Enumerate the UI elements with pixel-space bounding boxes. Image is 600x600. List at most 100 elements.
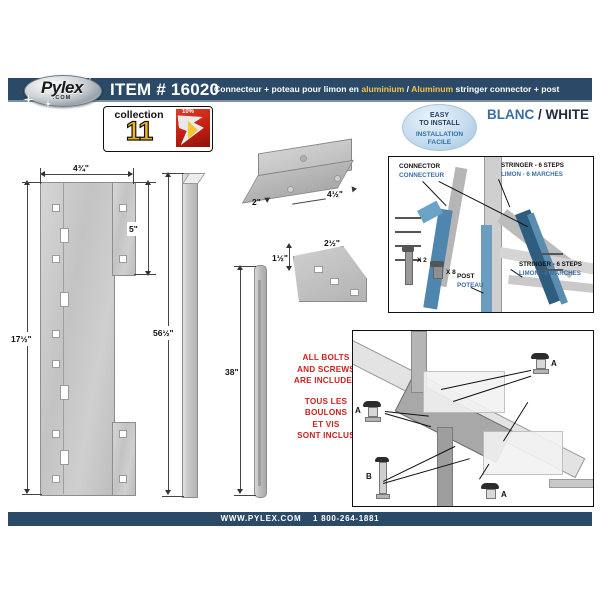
screw-icon	[395, 217, 421, 219]
screw-head-icon	[430, 261, 444, 267]
logo-wordmark: Pylex	[41, 78, 83, 97]
logo-oval-icon	[24, 75, 102, 107]
post-label-fr: POTEAU	[457, 282, 484, 289]
dim-arrow	[262, 195, 271, 203]
fastener-a-icon	[481, 483, 499, 499]
color-fr: BLANC	[487, 107, 535, 122]
note-fr-2: BOULONS	[304, 408, 348, 417]
screw-icon	[395, 231, 421, 233]
ext-line	[234, 495, 256, 496]
connector-body	[40, 182, 115, 496]
color-en: WHITE	[545, 107, 590, 122]
collection-number: 11	[125, 115, 154, 146]
screw-qty-label: X 8	[446, 269, 456, 276]
screw-icon	[539, 253, 563, 255]
easy-line-4: FACILE	[427, 139, 452, 147]
collection-badge: collection 11 10%	[103, 106, 213, 152]
post-body	[182, 173, 198, 498]
slot-hole	[60, 450, 69, 465]
sparkle-icon	[86, 73, 94, 81]
bolt-hole	[119, 475, 127, 483]
dim-plate-width: 2½"	[324, 238, 340, 248]
dim-arrow	[237, 489, 243, 494]
dim-line	[289, 247, 290, 269]
note-fr-3: ET VIS	[312, 419, 340, 429]
dim-strap-length: 38"	[224, 365, 240, 379]
collection-word: collection	[114, 109, 164, 121]
note-fr-4: SONT INCLUS	[297, 431, 355, 440]
dim-connector-width: 4¾"	[70, 163, 92, 173]
bolts-included-note: ALL BOLTS AND SCREWS ARE INCLUDED TOUS L…	[282, 352, 370, 442]
bolt-hole	[119, 204, 127, 212]
plate-hole	[350, 289, 359, 296]
note-en-1: ALL BOLTS	[302, 353, 350, 362]
bracket-hole	[334, 175, 341, 182]
desc-fr-highlight: aluminium	[361, 84, 405, 94]
dim-arrow	[286, 266, 292, 271]
note-fr-1: TOUS LES	[304, 396, 348, 406]
easy-line-3: INSTALLATION	[415, 130, 464, 138]
sparkle-icon	[44, 100, 52, 108]
color-label: BLANC / WHITE	[487, 107, 589, 122]
bolt-hole	[119, 255, 127, 263]
item-description: Connecteur + poteau pour limon en alumin…	[214, 84, 559, 94]
bolt-hole	[52, 360, 60, 368]
ext-line	[133, 168, 134, 184]
post-label-en: POST	[457, 273, 475, 280]
stringer2-label-en: STRINGER - 6 STEPS	[519, 261, 582, 268]
dim-bracket-depth: 2"	[252, 197, 261, 207]
color-separator: /	[534, 107, 546, 122]
bolt-hole	[52, 475, 60, 483]
connector-label-fr: CONNECTEUR	[399, 172, 445, 179]
callout-a-2: A	[355, 406, 361, 415]
pylex-logo: Pylex .COM	[20, 73, 104, 108]
dim-line	[240, 270, 241, 490]
ext-line	[162, 173, 184, 174]
dim-plate-height: 1½"	[272, 253, 288, 263]
plate-hole	[314, 266, 323, 273]
dim-arrow	[24, 489, 30, 494]
bolt-hole	[52, 330, 60, 338]
dim-bracket-width: 4½"	[327, 189, 343, 199]
dim-arrow	[165, 490, 171, 495]
slot-hole	[60, 228, 69, 243]
fastener-a-icon	[531, 353, 549, 374]
dim-arrow	[145, 271, 151, 276]
easy-line-2: TO INSTALL	[419, 120, 460, 128]
callout-b: B	[366, 472, 372, 481]
slot-hole	[60, 292, 69, 307]
plate-hole	[330, 278, 339, 285]
fold-line	[63, 182, 64, 494]
collection-thumbnail-icon: 10%	[176, 109, 210, 147]
footer-website[interactable]: WWW.PYLEX.COM	[220, 514, 302, 523]
frame-graphic	[483, 431, 563, 475]
desc-en-highlight: Aluminum	[411, 84, 454, 94]
dim-line	[292, 198, 326, 205]
dim-arrow	[128, 171, 133, 177]
connector-label-en: CONNECTOR	[399, 163, 441, 170]
dim-connector-height: 17½"	[10, 332, 33, 346]
bracket-hole	[300, 155, 307, 162]
easy-install-badge: EASY TO INSTALL INSTALLATION FACILE	[402, 104, 477, 151]
discount-label: 10%	[182, 109, 195, 115]
easy-line-1: EASY	[429, 112, 450, 119]
bolt-hole	[119, 430, 127, 438]
desc-separator: /	[404, 84, 412, 94]
item-number: ITEM # 16020	[110, 80, 220, 99]
dim-arrow	[351, 185, 358, 193]
bolt-hole	[52, 204, 60, 212]
dim-arrow	[165, 172, 171, 177]
ext-line	[162, 496, 184, 497]
footer-phone[interactable]: 1 800-264-1881	[313, 514, 380, 523]
installation-diagram-panel: X 2 X 8 CONNECTOR CONNECTEUR STRINGER - …	[388, 156, 594, 313]
slot-hole	[60, 385, 69, 400]
screw-qty-icon	[433, 265, 443, 279]
bolt-head-icon	[402, 246, 414, 252]
dim-line	[42, 174, 132, 175]
strap-center-line	[258, 280, 261, 486]
ext-line	[134, 274, 156, 275]
dim-arrow	[286, 243, 292, 248]
stringer-label-fr: LIMON - 6 MARCHES	[501, 171, 563, 178]
bolt-hole	[52, 430, 60, 438]
